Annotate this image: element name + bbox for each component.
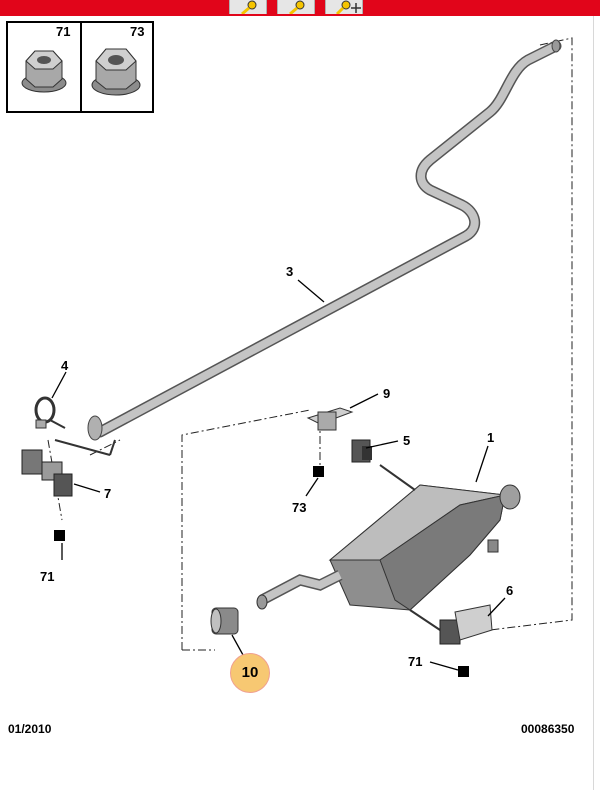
inset-part-73[interactable]: 73 — [82, 23, 154, 111]
key-move-icon — [335, 0, 361, 14]
flange-nut-icon — [21, 50, 67, 93]
callout-71[interactable]: 71 — [408, 654, 423, 669]
nut-73-marker — [313, 466, 324, 477]
inset-part-number: 73 — [130, 24, 145, 39]
nut-71-marker — [458, 666, 469, 677]
diagram-date: 01/2010 — [8, 722, 52, 736]
key-icon — [241, 0, 257, 14]
front-mount[interactable] — [21, 439, 116, 497]
intermediate-pipe[interactable] — [87, 39, 562, 441]
tool-button-2[interactable] — [277, 0, 315, 14]
parts-inset: 71 73 — [6, 21, 154, 113]
rear-silencer[interactable] — [256, 464, 521, 631]
pipe-clamp[interactable] — [34, 396, 66, 429]
inset-divider — [80, 23, 82, 111]
highlight-circle — [230, 653, 270, 693]
callout-73[interactable]: 73 — [292, 500, 307, 515]
callout-10[interactable]: 10 — [241, 664, 259, 681]
callout-3[interactable]: 3 — [286, 264, 294, 279]
rear-rubber-mount-6[interactable] — [439, 604, 493, 645]
callout-5[interactable]: 5 — [403, 433, 411, 448]
assembly-leader-lines — [47, 37, 573, 651]
callout-1[interactable]: 1 — [487, 430, 495, 445]
inset-part-71[interactable]: 71 — [8, 23, 80, 111]
callout-9[interactable]: 9 — [383, 386, 391, 401]
key-icon — [289, 0, 305, 14]
rear-bracket[interactable] — [306, 407, 354, 431]
callout-71[interactable]: 71 — [40, 569, 55, 584]
rear-rubber-mount-5[interactable] — [351, 439, 372, 463]
nut-71-marker — [54, 530, 65, 541]
scrollbar-track[interactable] — [593, 16, 600, 790]
tool-button-3[interactable] — [325, 0, 363, 14]
diagram-reference: 00086350 — [521, 722, 575, 736]
flange-nut-icon — [91, 48, 141, 96]
callout-4[interactable]: 4 — [61, 358, 69, 373]
inset-part-number: 71 — [56, 24, 71, 39]
tool-button-1[interactable] — [229, 0, 267, 14]
callout-6[interactable]: 6 — [506, 583, 514, 598]
sleeve-clamp[interactable] — [210, 607, 239, 635]
callout-7[interactable]: 7 — [104, 486, 112, 501]
